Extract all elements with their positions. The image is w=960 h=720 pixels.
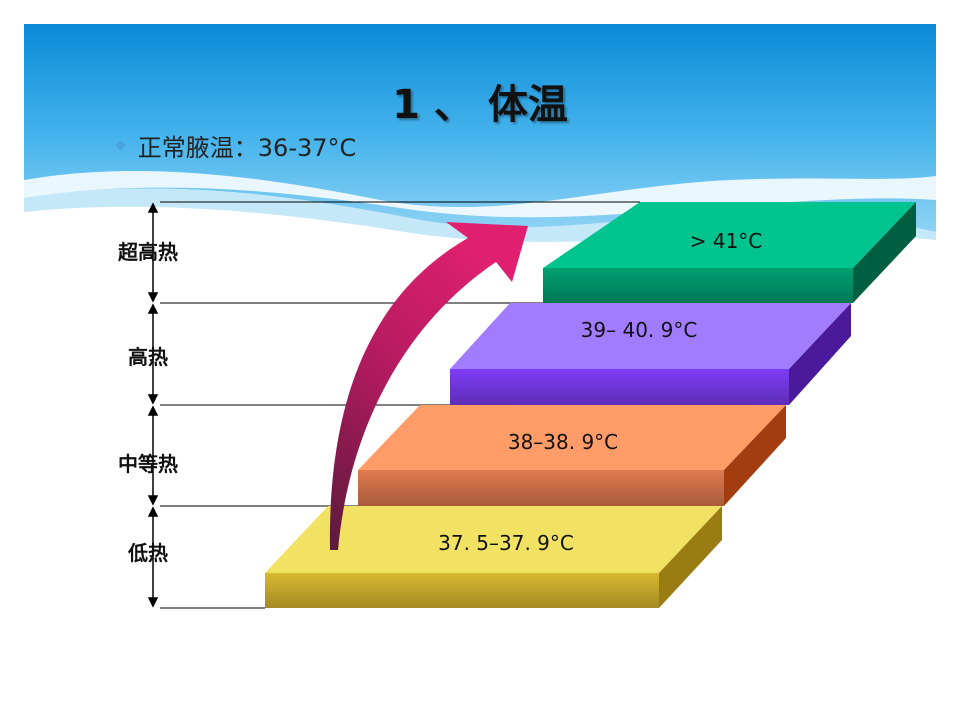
- level-label-low: 低热: [127, 541, 168, 565]
- bullet-item: ◆ 正常腋温：36-37°C: [115, 128, 356, 162]
- step-moderate: [358, 405, 786, 506]
- dimension-arrows: [147, 202, 159, 608]
- level-label-super-high: 超高热: [117, 240, 178, 264]
- step-range-low: 37. 5–37. 9°C: [438, 531, 574, 555]
- slide-title: 1 、 体温: [392, 82, 568, 128]
- step-super-high: [543, 202, 916, 303]
- step-range-super-high: > 41°C: [690, 229, 763, 253]
- bullet-dot-icon: ◆: [115, 137, 126, 153]
- bullet-text: 正常腋温：36-37°C: [137, 133, 357, 162]
- step-range-moderate: 38–38. 9°C: [508, 430, 618, 454]
- level-label-high: 高热: [128, 345, 168, 369]
- rising-arrow-icon: [329, 222, 528, 550]
- level-label-moderate: 中等热: [118, 452, 178, 476]
- step-range-high: 39– 40. 9°C: [581, 318, 698, 342]
- step-low: [265, 506, 722, 608]
- step-high: [450, 303, 851, 405]
